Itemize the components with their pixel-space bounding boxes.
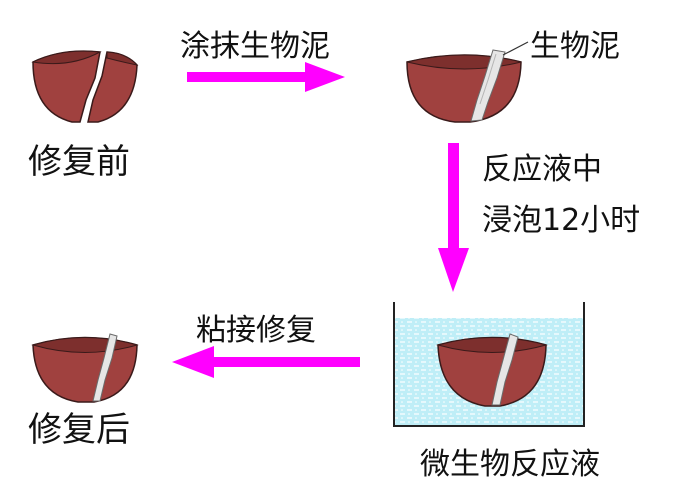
label-apply-bio-mud: 涂抹生物泥 bbox=[180, 29, 330, 64]
label-bio-mud: 生物泥 bbox=[530, 29, 620, 64]
label-soak-line2: 浸泡12小时 bbox=[482, 203, 640, 238]
soaking-bowl-icon bbox=[436, 333, 548, 407]
label-bond-repair: 粘接修复 bbox=[196, 313, 316, 348]
bowl-with-mud-icon bbox=[406, 41, 529, 123]
arrow-soak bbox=[438, 143, 469, 292]
label-after-repair: 修复后 bbox=[28, 410, 130, 450]
arrow-apply-mud bbox=[187, 62, 345, 92]
label-before-repair: 修复前 bbox=[28, 142, 130, 182]
arrow-bond bbox=[172, 346, 360, 378]
repaired-bowl-icon bbox=[31, 333, 139, 403]
label-microbial-solution: 微生物反应液 bbox=[420, 447, 600, 482]
label-soak-line1: 反应液中 bbox=[482, 152, 602, 187]
broken-bowl-icon bbox=[31, 50, 139, 123]
